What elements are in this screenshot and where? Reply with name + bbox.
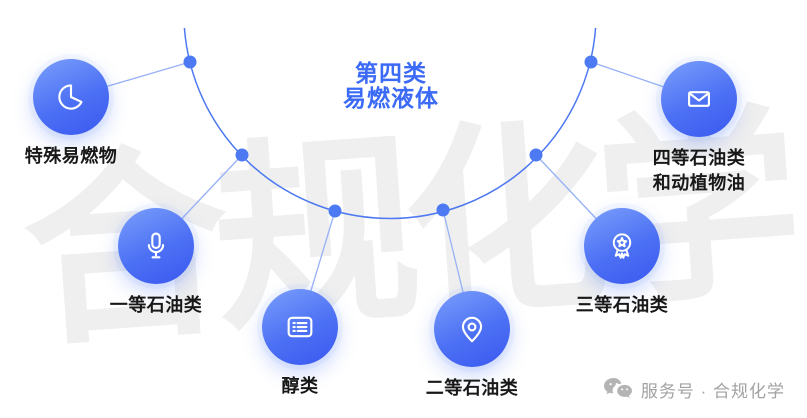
footer-account: 服务号 · 合规化学 [603,377,785,402]
wechat-icon [603,377,633,402]
arc-dot-1 [183,55,197,69]
arc-dot-6 [584,55,598,69]
arc-dot-4 [436,203,450,217]
microphone-icon [118,208,194,284]
node-alcohols: 醇类 [262,289,338,396]
node-label-line2: 和动植物油 [652,173,746,194]
diagram-title: 第四类 易燃液体 [343,61,439,111]
pie-chart-icon [33,59,109,135]
node-label: 醇类 [281,376,319,396]
arc-dot-2 [235,148,249,162]
node-label: 二等石油类 [425,378,519,398]
footer-account-text: 服务号 · 合规化学 [640,382,785,401]
diagram-title-line2: 易燃液体 [343,85,439,111]
medal-icon [584,208,660,284]
node-special-flammables: 特殊易燃物 [25,59,117,166]
location-pin-icon [434,291,510,367]
list-icon [262,289,338,365]
diagram-title-line1: 第四类 [355,60,427,86]
node-label: 一等石油类 [109,295,203,315]
node-label: 三等石油类 [575,295,669,315]
arc-dot-3 [328,204,342,218]
node-label: 四等石油类 和动植物油 [653,146,746,196]
envelope-icon [661,61,737,137]
arc-dot-5 [529,148,543,162]
node-label: 特殊易燃物 [24,146,118,166]
node-third-class-petroleum: 三等石油类 [576,208,668,315]
node-first-class-petroleum: 一等石油类 [110,208,202,315]
semicircle-arc [183,27,597,220]
node-label-line1: 四等石油类 [652,148,746,168]
node-second-class-petroleum: 二等石油类 [426,291,518,398]
node-fourth-class-petroleum-oils: 四等石油类 和动植物油 [653,61,745,193]
